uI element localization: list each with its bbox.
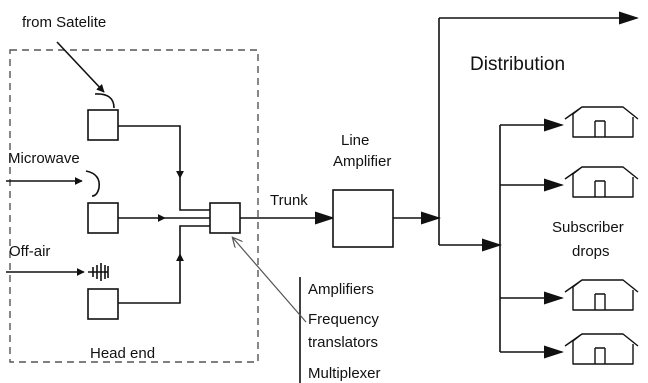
house-icon bbox=[564, 106, 639, 138]
house-icon bbox=[564, 333, 639, 365]
off-air-to-combiner-line bbox=[118, 253, 184, 304]
distribution-label: Distribution bbox=[470, 54, 565, 75]
function-translators: translators bbox=[308, 334, 378, 351]
trunk-label: Trunk bbox=[270, 192, 308, 209]
microwave-label: Microwave bbox=[8, 150, 80, 167]
line-amplifier-label-line2: Amplifier bbox=[333, 153, 391, 170]
off-air-label: Off-air bbox=[9, 243, 50, 260]
functions-pointer-arrow bbox=[233, 238, 307, 323]
from-satelite-label: from Satelite bbox=[22, 14, 106, 31]
satellite-dish-icon bbox=[94, 93, 115, 109]
subscriber-drops-label-line1: Subscriber bbox=[552, 219, 624, 236]
microwave-dish-icon bbox=[85, 170, 101, 197]
function-frequency: Frequency bbox=[308, 311, 379, 328]
function-multiplexer: Multiplexer bbox=[308, 365, 381, 382]
line-amplifier-box bbox=[332, 189, 394, 248]
subscriber-drops-label-line2: drops bbox=[572, 243, 610, 260]
head-end-border bbox=[9, 49, 259, 363]
satellite-to-combiner-line bbox=[118, 125, 184, 179]
house-icon bbox=[564, 166, 639, 198]
house-icon bbox=[564, 279, 639, 311]
antenna-icon bbox=[88, 263, 109, 281]
satellite-receiver-box bbox=[87, 109, 119, 141]
head-end-label: Head end bbox=[90, 345, 155, 362]
combiner-box bbox=[209, 202, 241, 234]
line-amplifier-label-line1: Line bbox=[341, 132, 369, 149]
off-air-receiver-box bbox=[87, 288, 119, 320]
satellite-signal-arrow bbox=[56, 41, 105, 93]
function-amplifiers: Amplifiers bbox=[308, 281, 374, 298]
microwave-receiver-box bbox=[87, 202, 119, 234]
